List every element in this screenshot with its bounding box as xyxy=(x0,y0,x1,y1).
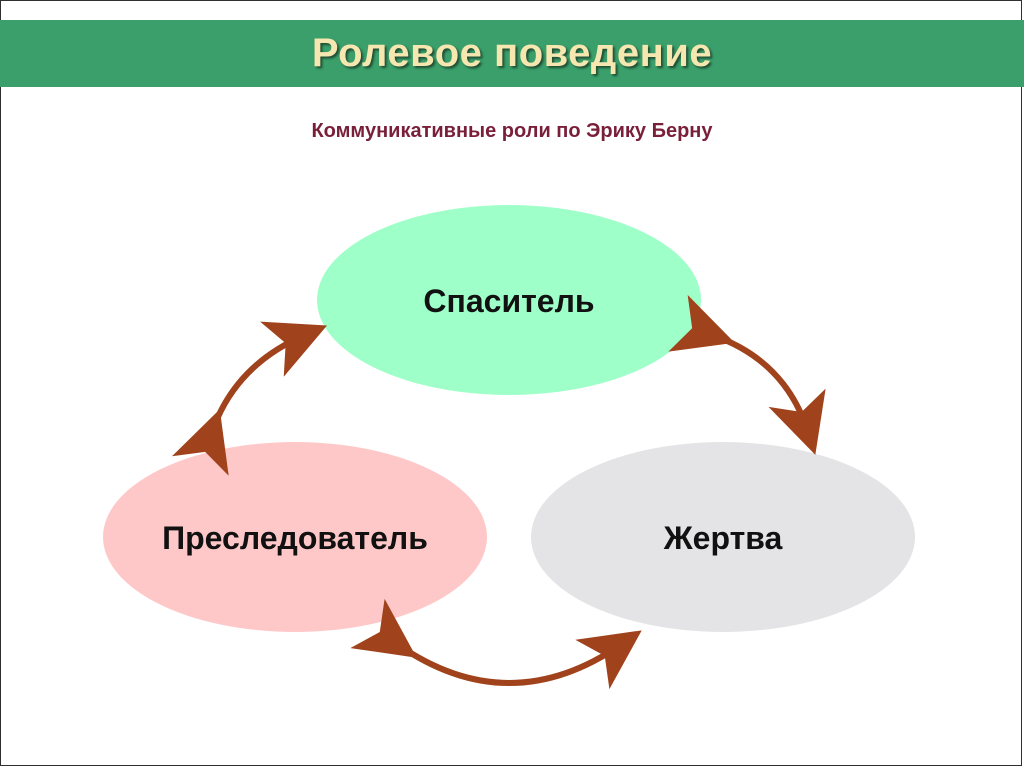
node-persecutor-label: Преследователь xyxy=(162,520,428,556)
node-victim-shape xyxy=(531,442,915,632)
edge-rescuer-victim xyxy=(668,294,826,455)
slide-title: Ролевое поведение xyxy=(311,31,713,75)
node-rescuer-shape xyxy=(317,205,701,395)
node-persecutor: Преследователь xyxy=(103,442,487,632)
node-victim-label: Жертва xyxy=(663,520,783,556)
title-bar: Ролевое поведение xyxy=(0,20,1024,87)
edge-persecutor-rescuer xyxy=(171,321,328,476)
node-persecutor-shape xyxy=(103,442,487,632)
edge-persecutor-victim xyxy=(350,598,642,690)
node-victim: Жертва xyxy=(531,442,915,632)
node-rescuer: Спаситель xyxy=(317,205,701,395)
slide-subtitle: Коммуникативные роли по Эрику Берну xyxy=(311,120,713,142)
node-rescuer-label: Спаситель xyxy=(423,283,594,319)
